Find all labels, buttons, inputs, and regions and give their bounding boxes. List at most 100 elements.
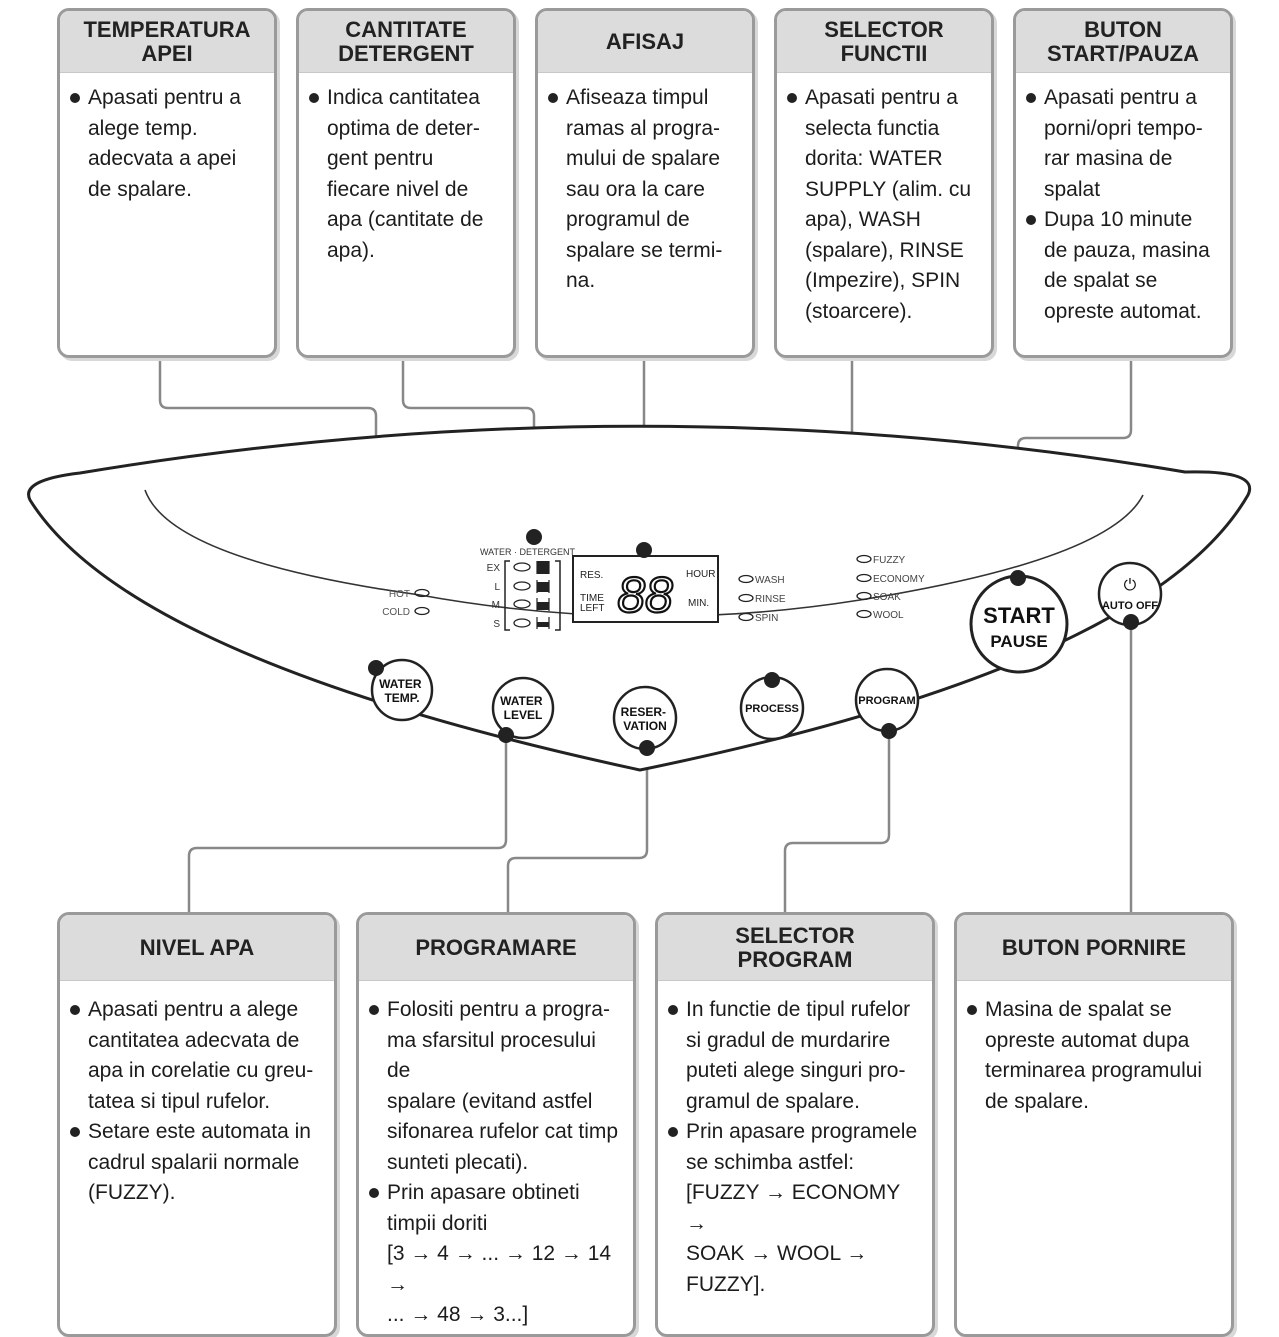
wash-led [738,574,754,584]
callout-title: TEMPERATURA APEI [60,11,274,73]
bullet-icon [967,1005,977,1015]
temp-indicators: HOT COLD [382,588,430,618]
dot-detergent [526,529,542,545]
level-ex-label: EX [487,563,501,574]
program-button[interactable]: PROGRAM [854,667,920,733]
wool-label: WOOL [873,610,904,621]
display-left-label: LEFT [580,603,604,614]
display-digits: 88 [617,567,673,623]
bullet-icon [668,1005,678,1015]
callout-item: Apasati pentru a alege temp. adecvata a … [70,83,266,205]
reservation-label-2: VATION [623,719,667,733]
connector-water-temp [158,357,378,668]
fuzzy-label: FUZZY [873,555,906,566]
temp-hot-label: HOT [389,589,410,600]
spin-label: SPIN [755,613,778,624]
water-level-label-1: WATER [500,694,543,708]
bullet-icon [369,1005,379,1015]
temp-cold-led [414,606,430,616]
water-level-button[interactable]: WATER LEVEL [491,676,555,740]
callout-item: Apasati pentru a selecta functia dorita:… [787,83,983,327]
callout-title: CANTITATE DETERGENT [299,11,513,73]
svg-text:WATER TEMP.: WATER TEMP. [379,677,425,705]
svg-text:WATER LEVEL: WATER LEVEL [500,694,546,722]
rinse-label: RINSE [755,594,786,605]
callout-item: Prin apasare programele se schimba astfe… [668,1117,924,1300]
callout-display: AFISAJ Afiseaza timpul ramas al progra- … [535,8,755,358]
cup-l-icon [537,582,549,592]
connector-detergent [401,357,536,537]
bullet-icon [1026,215,1036,225]
display-time-left-label: TIME LEFT [580,593,607,614]
start-label: START [983,603,1055,628]
level-l-led [513,581,531,591]
dot-start [1010,570,1026,586]
bullet-icon [70,1005,80,1015]
dot-auto-off [1123,614,1139,630]
process-button-label: PROCESS [745,703,799,715]
connector-start [1016,357,1133,578]
dot-display [636,542,652,558]
callout-title: BUTON PORNIRE [957,915,1231,981]
callout-reservation: PROGRAMARE Folositi pentru a progra- ma … [356,912,636,1337]
callout-title: SELECTOR PROGRAM [658,915,932,981]
level-l-label: L [494,582,500,593]
dot-reservation [639,740,655,756]
callout-item: In functie de tipul rufelor si gradul de… [668,995,924,1117]
water-temp-label-1: WATER [379,677,422,691]
level-s-led [513,618,531,628]
wool-led [856,609,872,619]
dot-program [881,723,897,739]
program-indicators: FUZZY ECONOMY SOAK WOOL [856,554,925,621]
level-ex-led [513,562,531,572]
callout-program-selector: SELECTOR PROGRAM In functie de tipul ruf… [655,912,935,1337]
soak-label: SOAK [873,592,901,603]
bullet-icon [1026,93,1036,103]
callout-item: Apasati pentru a porni/opri tempo- rar m… [1026,83,1222,205]
fuzzy-led [856,554,872,564]
callout-item: Masina de spalat se opreste automat dupa… [967,995,1223,1117]
bullet-icon [309,93,319,103]
connector-dots [368,529,1139,756]
callout-item: Afiseaza timpul ramas al progra- mului d… [548,83,744,297]
bullet-icon [548,93,558,103]
reservation-button[interactable]: RESER- VATION [612,685,678,751]
bullet-icon [70,93,80,103]
temp-cold-label: COLD [382,607,410,618]
spin-led [738,612,754,622]
reservation-label-1: RESER- [621,705,666,719]
economy-label: ECONOMY [873,574,925,585]
water-detergent-title: WATER · DETERGENT [480,547,575,557]
connector-program [783,731,891,912]
callout-water-temperature: TEMPERATURA APEI Apasati pentru a alege … [57,8,277,358]
process-button[interactable]: PROCESS [739,675,805,741]
pause-label: PAUSE [990,632,1047,651]
svg-text:RESER- VATION: RESER- VATION [621,705,670,733]
callout-title: BUTON START/PAUZA [1016,11,1230,73]
callout-title: NIVEL APA [60,915,334,981]
wash-label: WASH [755,575,785,586]
callout-power-button: BUTON PORNIRE Masina de spalat se oprest… [954,912,1234,1337]
callout-title: PROGRAMARE [359,915,633,981]
dot-process [764,672,780,688]
economy-led [856,573,872,583]
level-m-led [513,599,531,609]
process-indicators: WASH RINSE SPIN [738,574,786,624]
callout-item: Setare este automata in cadrul spalarii … [70,1117,326,1209]
callout-item: Indica cantitatea optima de deter- gent … [309,83,505,266]
callout-item: Folositi pentru a progra- ma sfarsitul p… [369,995,625,1178]
callout-water-level: NIVEL APA Apasati pentru a alege cantita… [57,912,337,1337]
display: RES. TIME LEFT 88 HOUR MIN. [572,555,719,624]
connector-reservation [506,748,649,912]
auto-off-button[interactable]: ⏻ AUTO OFF [1097,561,1163,627]
callout-item: Apasati pentru a alege cantitatea adecva… [70,995,326,1117]
water-temp-button[interactable]: WATER TEMP. [370,658,434,722]
callout-detergent-quantity: CANTITATE DETERGENT Indica cantitatea op… [296,8,516,358]
callout-title: AFISAJ [538,11,752,73]
level-bracket-right [555,560,561,631]
start-pause-button[interactable]: START PAUSE [969,574,1069,674]
display-min-label: MIN. [688,598,709,609]
level-s-label: S [493,619,500,630]
cup-s-icon [537,622,549,627]
